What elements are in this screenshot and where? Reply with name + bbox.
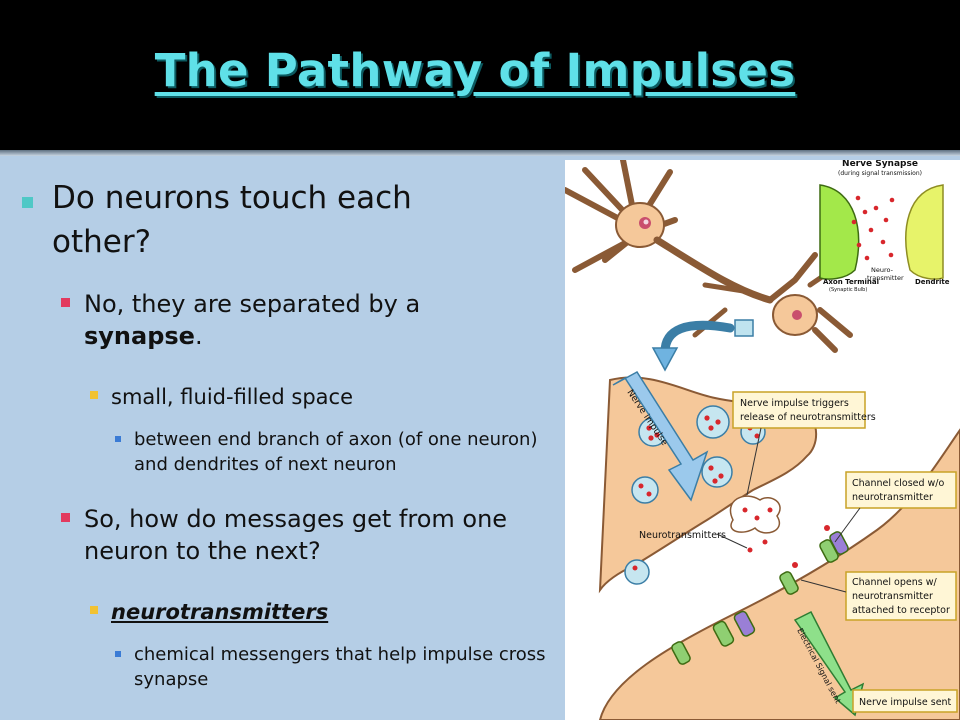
- bullet-chemical-messengers: chemical messengers that help impulse cr…: [134, 644, 546, 690]
- callout-triggers-release: Nerve impulse triggers release of neurot…: [732, 391, 876, 496]
- inset-neurotransmitter-dots: [851, 195, 895, 261]
- title-divider: [0, 150, 960, 156]
- zoom-arrow: [660, 320, 735, 357]
- callout-impulse-sent: Nerve impulse sent: [852, 689, 958, 713]
- bullet-marker-level2: [61, 513, 70, 522]
- bullet-neurotransmitters: neurotransmitters: [111, 600, 329, 624]
- bullet-messages: So, how do messages get from one neuron …: [84, 505, 508, 565]
- bullet-marker-level1: [22, 197, 33, 208]
- label-triggers-2: release of neurotransmitters: [740, 412, 876, 423]
- inset-axon-terminal: [819, 184, 860, 280]
- zoom-arrow-head: [651, 347, 679, 372]
- inset-title: Nerve Synapse: [842, 160, 918, 169]
- magnifier-box: [734, 319, 754, 337]
- bullet-marker-level3: [90, 606, 98, 614]
- label-channel-opens-3: attached to receptor: [852, 605, 950, 616]
- label-axon-terminal: Axon Terminal: [823, 278, 879, 286]
- neuron-cell-2: [692, 252, 853, 353]
- synapse-illustration: Nerve Synapse (during signal transmissio…: [565, 160, 960, 720]
- label-channel-opens-1: Channel opens w/: [852, 577, 937, 588]
- bullet-synapse-post: .: [194, 322, 203, 350]
- bullet-synapse: No, they are separated by a synapse.: [84, 288, 514, 352]
- callout-channel-opens: Channel opens w/ neurotransmitter attach…: [800, 571, 957, 621]
- label-channel-opens-2: neurotransmitter: [852, 591, 933, 602]
- label-transmitter: transmitter: [867, 274, 904, 282]
- title-bar: The Pathway of Impulses: [0, 0, 960, 150]
- bullet-list: Do neurons touch each other? No, they ar…: [0, 156, 565, 720]
- label-dendrite: Dendrite: [915, 278, 950, 286]
- neuron-cell-1: [565, 160, 774, 304]
- synapse-figure: Nerve Synapse (during signal transmissio…: [565, 160, 960, 720]
- bullet-marker-level2: [61, 298, 70, 307]
- callout-channel-closed: Channel closed w/o neurotransmitter: [834, 471, 957, 543]
- inset-subtitle: (during signal transmission): [838, 170, 922, 177]
- label-neurotransmitters: Neurotransmitters: [639, 530, 726, 541]
- label-neuro: Neuro-: [871, 266, 894, 274]
- bullet-marker-level4: [115, 436, 121, 442]
- synaptic-vesicles: [624, 405, 766, 585]
- inset-dendrite: [905, 184, 944, 280]
- bullet-fluid-space: small, fluid-filled space: [111, 385, 353, 409]
- label-channel-closed-1: Channel closed w/o: [852, 478, 945, 489]
- inset-synapse: Nerve Synapse (during signal transmissio…: [819, 160, 950, 293]
- bullet-axon-dendrite: between end branch of axon (of one neuro…: [134, 429, 538, 475]
- neurotransmitters-leader: [716, 533, 748, 549]
- bullet-neurons-touch: Do neurons touch each other?: [52, 180, 412, 260]
- released-neurotransmitters: [742, 507, 773, 553]
- label-synaptic-bulb: (Synaptic Bulb): [829, 287, 867, 293]
- receptor-bound-transmitters: [792, 525, 830, 568]
- label-channel-closed-2: neurotransmitter: [852, 492, 933, 503]
- label-impulse-sent: Nerve impulse sent: [859, 697, 952, 708]
- bullet-synapse-term: synapse: [84, 322, 195, 350]
- label-triggers-1: Nerve impulse triggers: [740, 398, 849, 409]
- bullet-marker-level3: [90, 391, 98, 399]
- slide-title: The Pathway of Impulses: [154, 43, 796, 97]
- bullet-marker-level4: [115, 651, 121, 657]
- bullet-synapse-pre: No, they are separated by a: [84, 290, 421, 318]
- receptor-channels: [671, 531, 849, 665]
- release-vesicle: [729, 495, 781, 534]
